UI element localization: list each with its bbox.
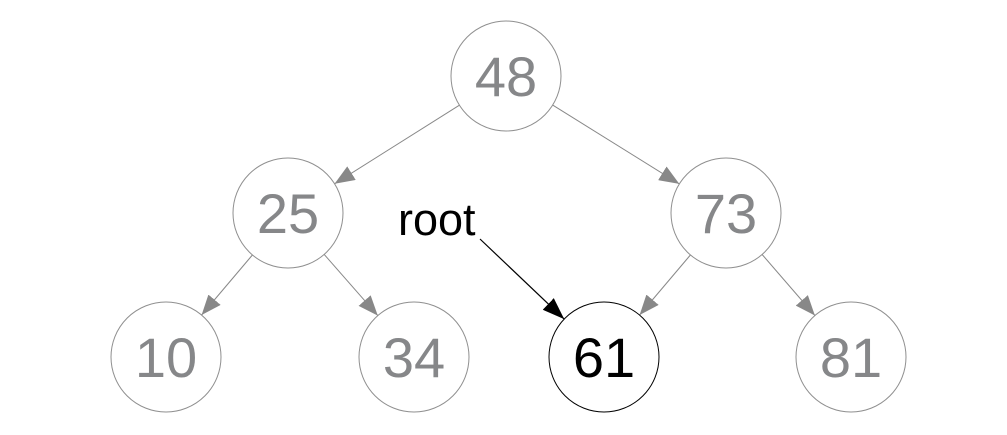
tree-node-61-highlighted: 61: [548, 301, 660, 413]
root-pointer-arrow: [479, 238, 565, 320]
root-pointer: root: [398, 194, 565, 320]
edge-48-25: [334, 104, 460, 185]
node-circle-10: [110, 301, 222, 413]
tree-node-25: 25: [232, 157, 344, 269]
node-value-34: 34: [383, 326, 445, 389]
node-circle-73: [670, 157, 782, 269]
tree-node-73: 73: [670, 157, 782, 269]
node-circle-34: [358, 301, 470, 413]
node-circle-81: [795, 301, 907, 413]
root-pointer-label: root: [398, 194, 476, 245]
edge-25-10: [201, 254, 253, 316]
node-value-48: 48: [475, 45, 537, 108]
node-value-61: 61: [573, 326, 635, 389]
node-value-73: 73: [695, 182, 757, 245]
node-value-81: 81: [820, 326, 882, 389]
edge-73-61: [639, 254, 691, 316]
node-circle-48: [450, 20, 562, 132]
edge-25-34: [323, 254, 379, 316]
node-value-25: 25: [257, 182, 319, 245]
edge-73-81: [761, 254, 816, 316]
node-value-10: 10: [135, 326, 197, 389]
tree-node-48: 48: [450, 20, 562, 132]
node-circle-25: [232, 157, 344, 269]
node-circle-61: [548, 301, 660, 413]
edge-48-73: [552, 104, 680, 185]
tree-node-81: 81: [795, 301, 907, 413]
tree-edges: [201, 104, 816, 316]
tree-node-10: 10: [110, 301, 222, 413]
tree-node-34: 34: [358, 301, 470, 413]
tree-nodes: 48 25 73 10 34 61: [110, 20, 907, 413]
